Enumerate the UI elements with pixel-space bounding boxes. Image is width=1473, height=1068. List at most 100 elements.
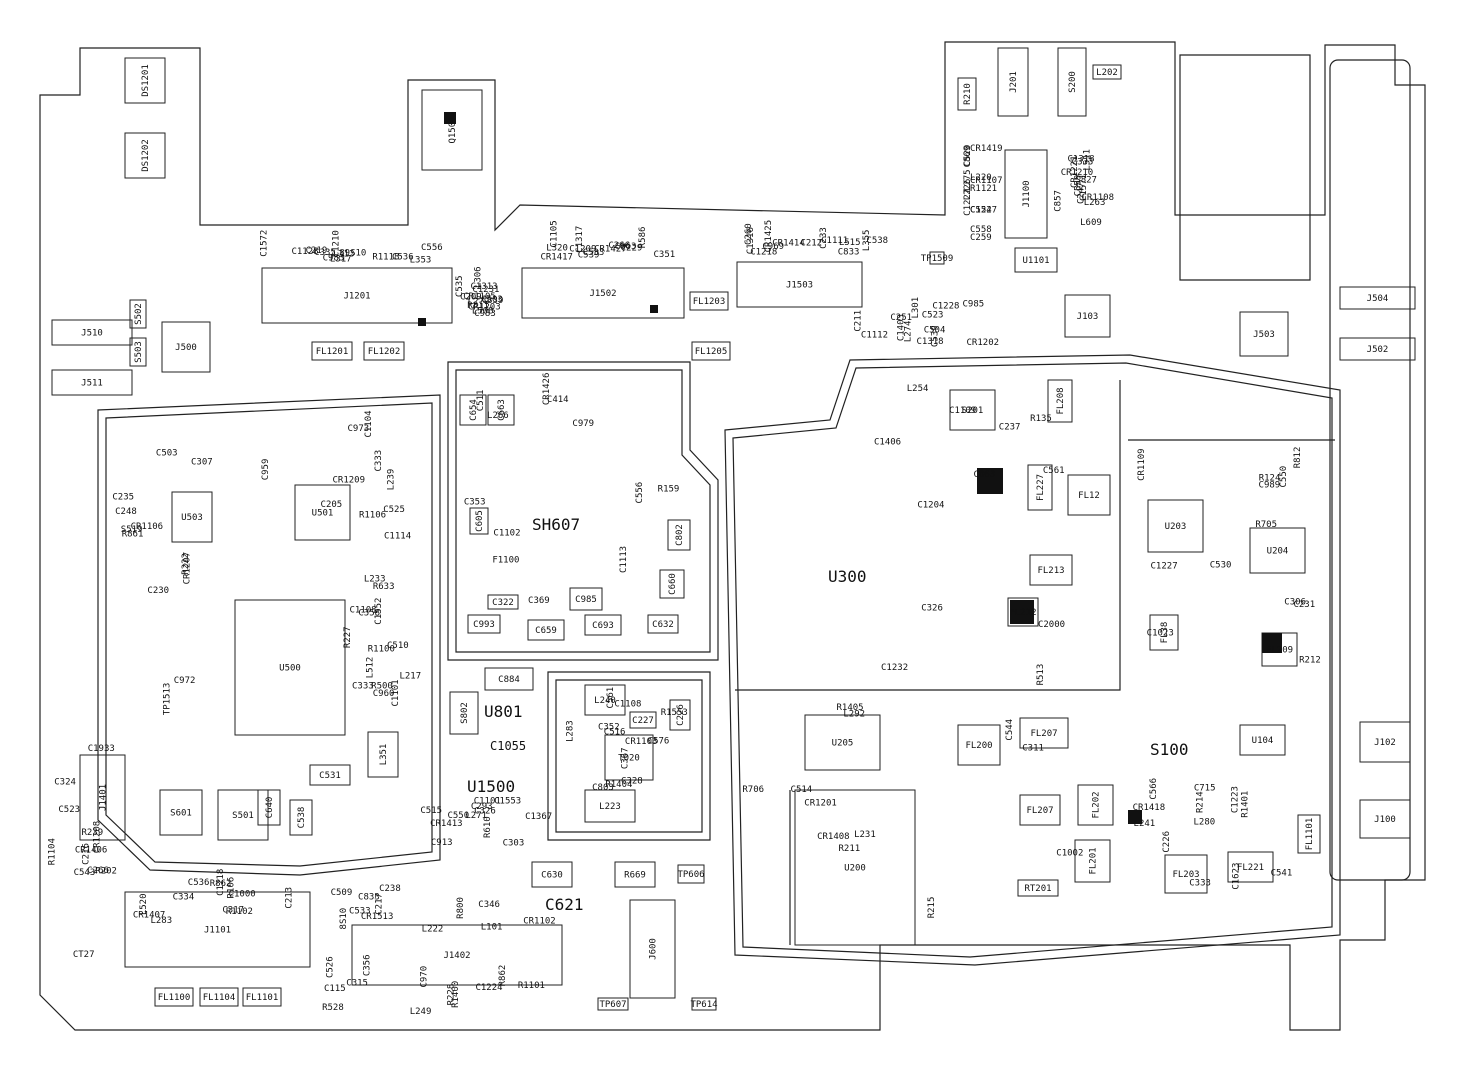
component-label-u500: U500 [279, 664, 301, 674]
component-u203 [1147, 499, 1204, 553]
ref-designator: C1218 [216, 869, 226, 896]
component-fl1104 [199, 987, 239, 1007]
ref-designator: C533 [583, 248, 605, 258]
ref-designator: R1404 [605, 780, 632, 790]
component-label-c985: C985 [575, 595, 597, 605]
component-label-c605: C605 [475, 510, 485, 532]
component-fl1203 [689, 291, 729, 311]
ref-designator: L283 [150, 916, 172, 926]
ref-designator: C369 [528, 596, 550, 606]
ref-designator: CR1418 [1133, 803, 1166, 813]
ref-designator: CR1407 [133, 911, 166, 921]
component-j1401 [79, 754, 126, 841]
ref-designator: C576 [648, 737, 670, 747]
ref-designator: R862 [210, 879, 232, 889]
component-label-fl1101: FL1101 [1305, 818, 1315, 851]
ref-designator: L355 [862, 230, 872, 252]
component-label-fl38: FL38 [1160, 622, 1170, 644]
component-c640 [257, 789, 281, 826]
component-label-fl201: FL201 [1089, 847, 1099, 874]
ref-designator: R513 [1036, 664, 1046, 686]
ref-designator: C358 [358, 609, 380, 619]
component-label-tp607: TP607 [599, 1000, 626, 1010]
ref-designator: C212 [800, 239, 822, 249]
ref-designator: C869 [963, 146, 973, 168]
ref-designator: L515 [839, 238, 861, 248]
component-label-j502: J502 [1367, 345, 1389, 355]
ref-designator: C335 [314, 248, 336, 258]
ref-designator: L609 [1080, 218, 1102, 228]
ref-designator: C333 [1072, 157, 1094, 167]
ref-designator: C353 [464, 498, 486, 508]
ref-designator: C973 [348, 424, 370, 434]
ref-designator: C561 [1043, 466, 1065, 476]
ref-designator: R586 [638, 227, 648, 249]
component-label-fl207: FL207 [1030, 729, 1057, 739]
ref-designator: C1113 [619, 546, 629, 573]
component-c322 [487, 594, 519, 610]
component-label-c226: C226 [676, 704, 686, 726]
component-j201 [997, 47, 1029, 117]
ref-designator: CR1106 [131, 522, 164, 532]
ref-designator: C324 [54, 778, 76, 788]
component-j600 [629, 899, 676, 999]
ref-designator: R1104 [48, 838, 58, 865]
component-j1503 [736, 261, 863, 308]
component-fl1205 [691, 341, 731, 361]
component-l240 [584, 684, 626, 716]
component-l351 [367, 731, 399, 778]
ref-designator: 8S10 [339, 908, 349, 930]
ref-designator: C535 [455, 275, 465, 297]
ref-designator: C333 [374, 450, 384, 472]
ref-designator: CR1103 [625, 737, 658, 747]
ref-designator: C306 [1284, 598, 1306, 608]
ref-designator: L226 [963, 179, 973, 201]
ref-designator: CR1208 [92, 821, 102, 854]
ref-designator: C1108 [614, 700, 641, 710]
component-u204 [1249, 527, 1306, 574]
ref-designator: CR1414 [772, 238, 805, 248]
ref-designator: C1108 [349, 605, 376, 615]
label-sh607: SH607 [532, 515, 580, 534]
ref-designator: C328 [621, 776, 643, 786]
filled-marker-0 [977, 468, 1003, 494]
ref-designator: L220 [970, 173, 992, 183]
ref-designator: C356 [362, 954, 372, 976]
ref-designator: C1228 [932, 301, 959, 311]
ref-designator: L101 [481, 922, 503, 932]
component-j1502 [521, 267, 685, 319]
ref-designator: C293 [471, 802, 493, 812]
ref-designator: C514 [791, 785, 813, 795]
ref-designator: C985 [962, 299, 984, 309]
ref-designator: C1209 [569, 245, 596, 255]
component-label-u204: U204 [1267, 547, 1289, 557]
component-fl202 [1077, 784, 1114, 826]
ref-designator: R500 [371, 681, 393, 691]
component-label-c6654: C654 [469, 399, 479, 421]
component-s200 [1057, 47, 1087, 117]
ref-designator: R214 [1196, 791, 1206, 813]
component-c630 [531, 861, 573, 888]
ref-designator: C1318 [916, 337, 943, 347]
ref-designator: C1002 [1056, 848, 1083, 858]
ref-designator: R800 [456, 897, 466, 919]
ref-designator: C970 [420, 966, 430, 988]
ref-designator: C339 [482, 296, 504, 306]
component-c227 [629, 711, 657, 729]
ref-designator: R202 [95, 866, 117, 876]
ref-designator: C211 [853, 310, 863, 332]
ref-designator: CR1425 [764, 220, 774, 253]
component-label-c322: C322 [492, 598, 514, 608]
ref-designator: L275 [963, 169, 973, 191]
component-tp1509 [929, 251, 945, 265]
component-label-c630: C630 [541, 871, 563, 881]
ref-designator: C231 [1293, 600, 1315, 610]
component-label-s502: S502 [134, 303, 144, 325]
shield-right [724, 354, 1341, 966]
ref-designator: C1000 [229, 889, 256, 899]
ref-designator: C983 [474, 309, 496, 319]
ref-designator: C1111 [821, 236, 848, 246]
ref-designator: C1224 [475, 983, 502, 993]
component-label-fl213: FL213 [1037, 566, 1064, 576]
ref-designator: C715 [1194, 784, 1216, 794]
